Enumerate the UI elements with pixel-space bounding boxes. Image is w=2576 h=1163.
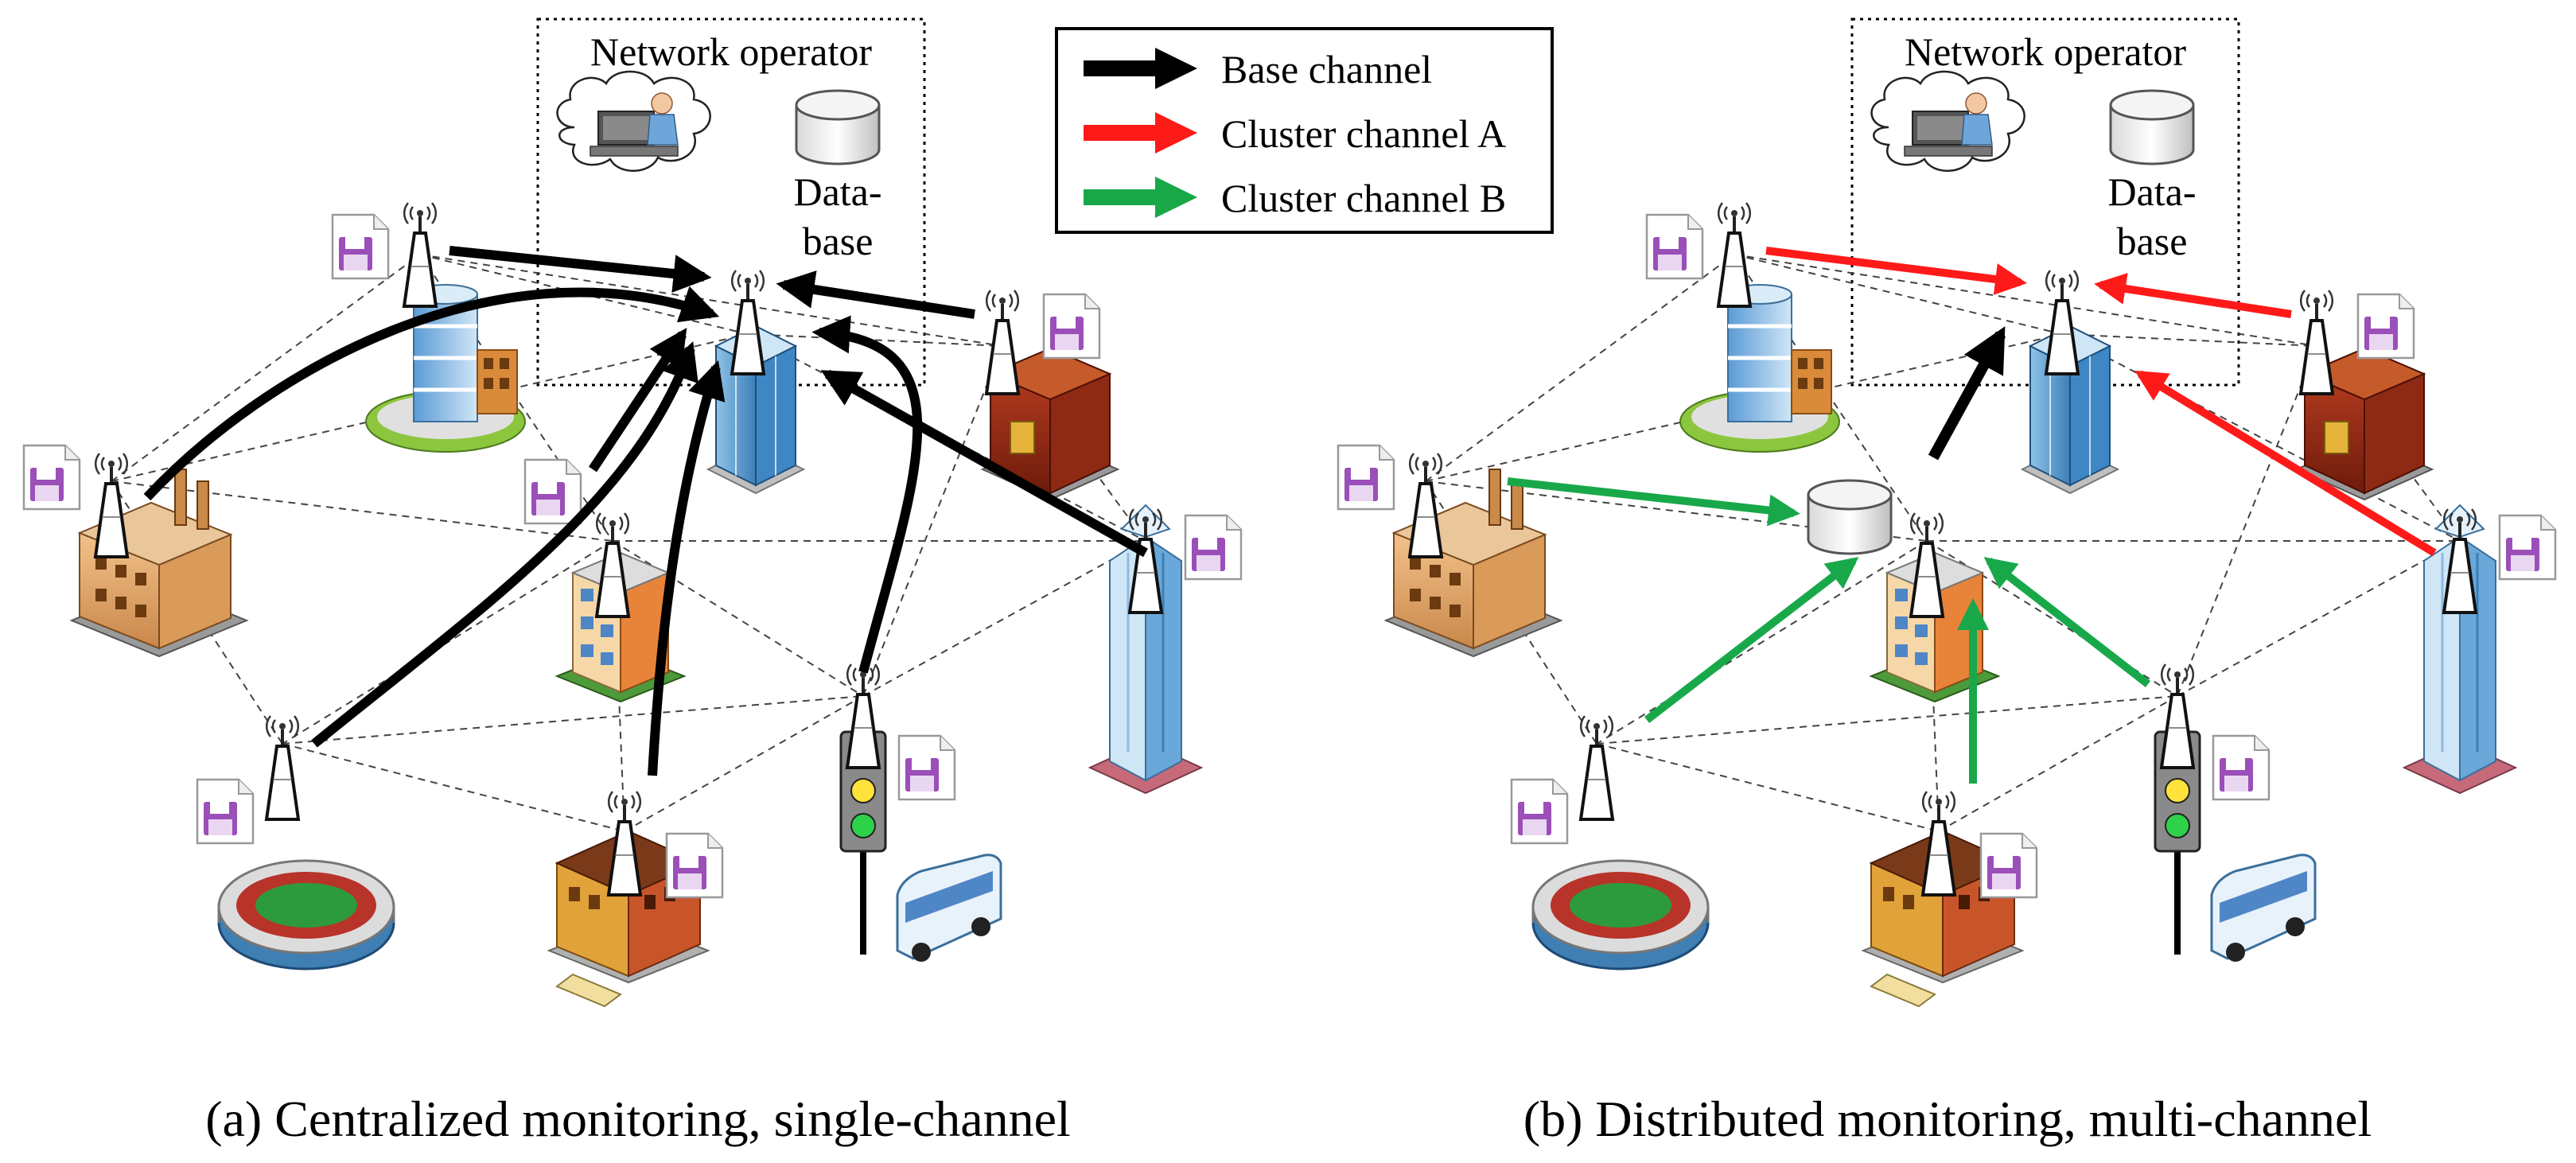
data-file-icon — [1510, 778, 1569, 845]
panel-b: Network operator Data- base — [1337, 18, 2557, 1147]
base-channel-arrows — [1928, 326, 2006, 461]
legend-swatch-arrow — [1084, 177, 1197, 218]
legend-item-cluster-channel-b: Cluster channel B — [1084, 176, 1506, 220]
cell-tower-icon — [403, 201, 438, 308]
mesh-links — [1425, 254, 2461, 832]
data-file-icon — [665, 832, 724, 899]
legend-swatch-arrow — [1084, 112, 1197, 154]
database-cylinder-icon — [795, 89, 881, 165]
legend-item-cluster-channel-a: Cluster channel A — [1084, 111, 1506, 156]
data-file-icon — [331, 213, 390, 280]
data-file-icon — [523, 458, 582, 525]
network-operator-label: Network operator — [1905, 29, 2186, 74]
bus-icon — [2210, 854, 2317, 963]
cell-tower-icon — [2299, 289, 2334, 395]
bus-icon — [896, 854, 1002, 963]
data-file-icon — [1645, 213, 1704, 280]
legend-label: Base channel — [1221, 47, 1432, 91]
data-file-icon — [1042, 293, 1101, 360]
legend-swatch-arrow — [1084, 48, 1197, 89]
cell-tower-icon — [94, 452, 129, 558]
legend-label: Cluster channel B — [1221, 176, 1506, 220]
cell-tower-icon — [1579, 714, 1614, 821]
data-file-icon — [22, 444, 81, 511]
factory-icon — [71, 469, 247, 657]
cell-tower-icon — [985, 289, 1020, 395]
stadium-icon — [1531, 859, 1710, 970]
office-building-icon — [1680, 285, 1839, 452]
cluster-channel-b-arrows — [1507, 477, 2151, 784]
database-label-line1: Data- — [793, 169, 881, 214]
data-file-icon — [1337, 444, 1395, 511]
cell-tower-icon — [1717, 201, 1752, 308]
data-file-icon — [897, 734, 956, 801]
database-label-line1: Data- — [2107, 169, 2196, 214]
cell-tower-icon — [2160, 663, 2195, 769]
database-cylinder-icon — [2109, 89, 2195, 165]
stadium-icon — [217, 859, 395, 970]
mesh-links — [111, 254, 1146, 832]
legend-label: Cluster channel A — [1221, 111, 1506, 156]
legend: Base channel Cluster channel A Cluster c… — [1055, 27, 1554, 234]
data-file-icon — [2356, 293, 2415, 360]
base-channel-arrows — [143, 246, 1148, 776]
database-cylinder-icon — [1807, 479, 1893, 555]
operator-workstation-icon — [1870, 70, 2025, 173]
cell-tower-icon — [846, 663, 881, 769]
cell-tower-icon — [2045, 269, 2080, 375]
data-file-icon — [1184, 514, 1243, 581]
panel-b-caption: (b) Distributed monitoring, multi-channe… — [1523, 1091, 2372, 1147]
network-operator-box — [536, 18, 926, 387]
operator-workstation-icon — [556, 70, 711, 173]
cell-tower-icon — [730, 269, 765, 375]
panel-a: Network operator Data- base — [22, 18, 1243, 1147]
cell-tower-icon — [265, 714, 300, 821]
data-file-icon — [2212, 734, 2271, 801]
cell-tower-icon — [1408, 452, 1443, 558]
database-label-line2: base — [803, 219, 874, 263]
data-file-icon — [2498, 514, 2557, 581]
legend-item-base-channel: Base channel — [1084, 47, 1432, 91]
data-file-icon — [196, 778, 255, 845]
data-file-icon — [1979, 832, 2038, 899]
panel-a-caption: (a) Centralized monitoring, single-chann… — [205, 1091, 1071, 1147]
network-operator-label: Network operator — [590, 29, 872, 74]
cluster-channel-a-arrows — [1765, 247, 2437, 557]
network-operator-box — [1850, 18, 2240, 387]
database-label-line2: base — [2117, 219, 2188, 263]
factory-icon — [1385, 469, 1562, 657]
